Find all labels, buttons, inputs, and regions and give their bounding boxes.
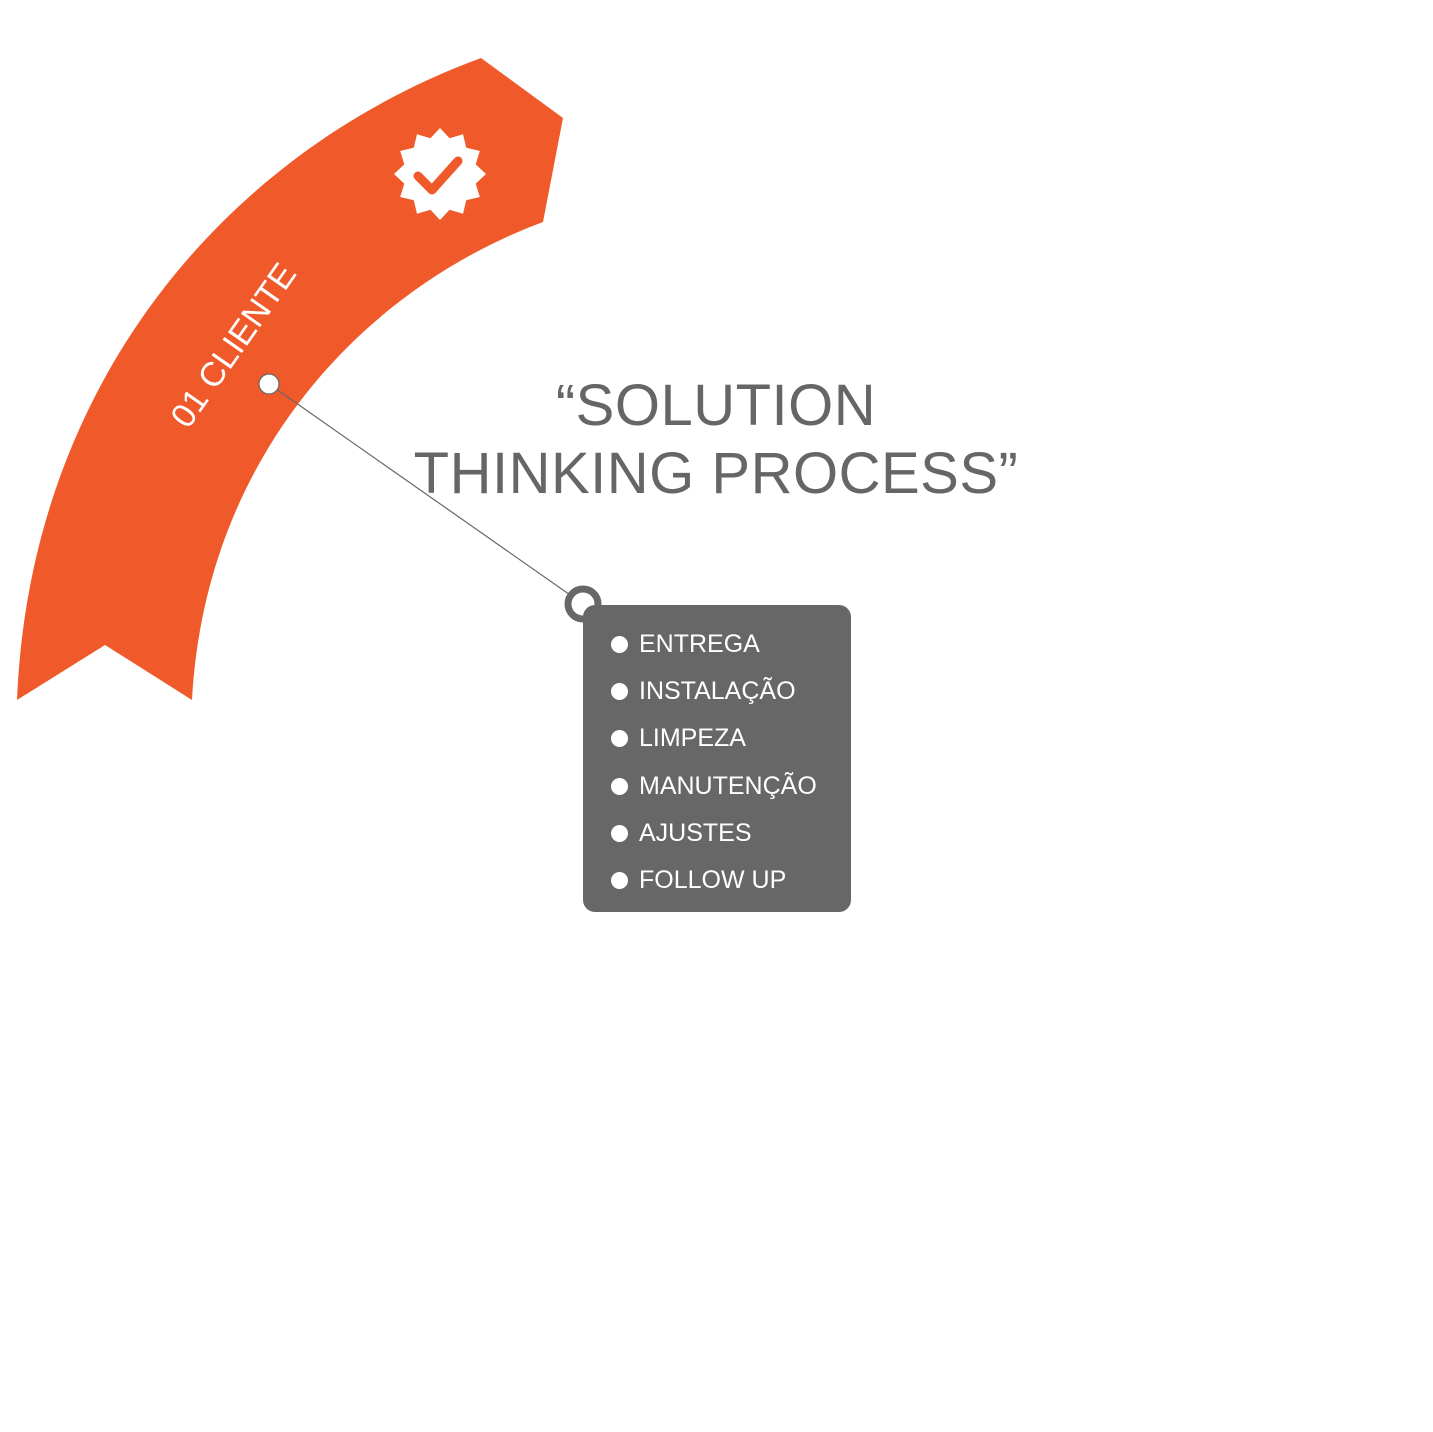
- bullet-icon: [611, 824, 628, 842]
- bullet-icon: [611, 683, 628, 701]
- list-item-label: FOLLOW UP: [639, 866, 787, 895]
- list-item: AJUSTES: [611, 810, 851, 857]
- list-item-label: LIMPEZA: [639, 724, 746, 753]
- bullet-icon: [611, 872, 628, 890]
- step-details-card: ENTREGA INSTALAÇÃO LIMPEZA MANUTENÇÃO AJ…: [583, 605, 851, 912]
- bullet-icon: [611, 636, 628, 654]
- step-ribbon[interactable]: [17, 58, 563, 700]
- checkmark-icon: [413, 156, 463, 195]
- list-item: MANUTENÇÃO: [611, 763, 851, 810]
- list-item: FOLLOW UP: [611, 857, 851, 904]
- title-line-2: THINKING PROCESS”: [413, 441, 1019, 506]
- connector-line: [268, 383, 584, 605]
- list-item: LIMPEZA: [611, 715, 851, 762]
- list-item-label: INSTALAÇÃO: [639, 677, 796, 706]
- list-item-label: AJUSTES: [639, 818, 752, 847]
- bullet-icon: [611, 777, 628, 795]
- list-item: ENTREGA: [611, 621, 851, 668]
- list-item-label: MANUTENÇÃO: [639, 771, 817, 800]
- list-item: INSTALAÇÃO: [611, 668, 851, 715]
- verified-badge-icon: [394, 128, 486, 220]
- diagram-title: “SOLUTION THINKING PROCESS”: [400, 372, 1032, 508]
- list-item-label: ENTREGA: [639, 630, 760, 659]
- title-line-1: “SOLUTION: [555, 373, 877, 438]
- connector-start-node: [258, 373, 280, 395]
- step-details-list: ENTREGA INSTALAÇÃO LIMPEZA MANUTENÇÃO AJ…: [583, 605, 851, 904]
- bullet-icon: [611, 730, 628, 748]
